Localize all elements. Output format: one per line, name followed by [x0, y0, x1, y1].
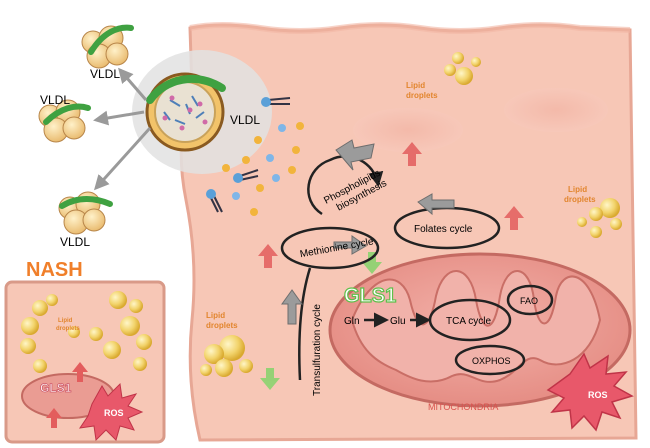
lipid-droplet-icon [200, 335, 253, 377]
lipid-droplet-icon [444, 52, 481, 85]
pathway-arrows [281, 139, 455, 325]
transsulfuration-label: Transulfuration cycle [312, 304, 323, 396]
vldl-label-left: VLDL [40, 93, 70, 107]
vldl-secretion-arrows [93, 67, 152, 191]
mitochondrion [328, 252, 632, 408]
glu-label: Glu [390, 316, 406, 327]
vldl-label-top: VLDL [90, 67, 120, 81]
lipid-droplets-left-line2: droplets [206, 321, 238, 330]
ros-label: ROS [588, 390, 608, 400]
vldl-particle-icon [38, 99, 91, 143]
nash-inset [4, 280, 166, 444]
vldl-particle-icon [81, 24, 134, 69]
lipid-droplets-right-line2: droplets [564, 195, 596, 204]
lipid-droplets-top-line2: droplets [406, 91, 438, 100]
mitochondria-label: MITOCHONDRIA [428, 402, 498, 412]
nash-title: NASH [26, 259, 83, 281]
nash-lipid-droplets-line2: droplets [56, 326, 80, 332]
phospholipid-icon [206, 97, 291, 213]
gls1-nash-label: GLS1 [40, 381, 72, 395]
cycle-loops [280, 155, 554, 381]
metabolite-dots [222, 122, 304, 216]
nash-lipid-droplets-line1: Lipid [58, 318, 73, 324]
nucleus-shape-right [504, 88, 608, 132]
tca-cycle-label: TCA cycle [446, 316, 491, 327]
vldl-assembly-particle [145, 72, 226, 152]
ros-starburst-icon [546, 352, 634, 432]
lipid-droplets-top-line1: Lipid [406, 81, 425, 90]
vldl-label-right: VLDL [230, 113, 260, 127]
oxphos-label: OXPHOS [472, 356, 511, 366]
up-arrow-icon [258, 142, 524, 268]
lipid-droplets-right-line1: Lipid [568, 185, 587, 194]
vldl-particle-icon [58, 191, 113, 235]
lipid-droplets-left-line1: Lipid [206, 311, 225, 320]
nucleus-shape-left [353, 108, 463, 152]
gln-label: Gln [344, 316, 360, 327]
ros-nash-label: ROS [104, 408, 124, 418]
vldl-label-bottom: VLDL [60, 235, 90, 249]
lipid-droplet-icon [577, 198, 622, 238]
fao-label: FAO [520, 296, 538, 306]
gls1-label: GLS1 [344, 285, 396, 307]
folates-cycle-label: Folates cycle [414, 224, 473, 235]
